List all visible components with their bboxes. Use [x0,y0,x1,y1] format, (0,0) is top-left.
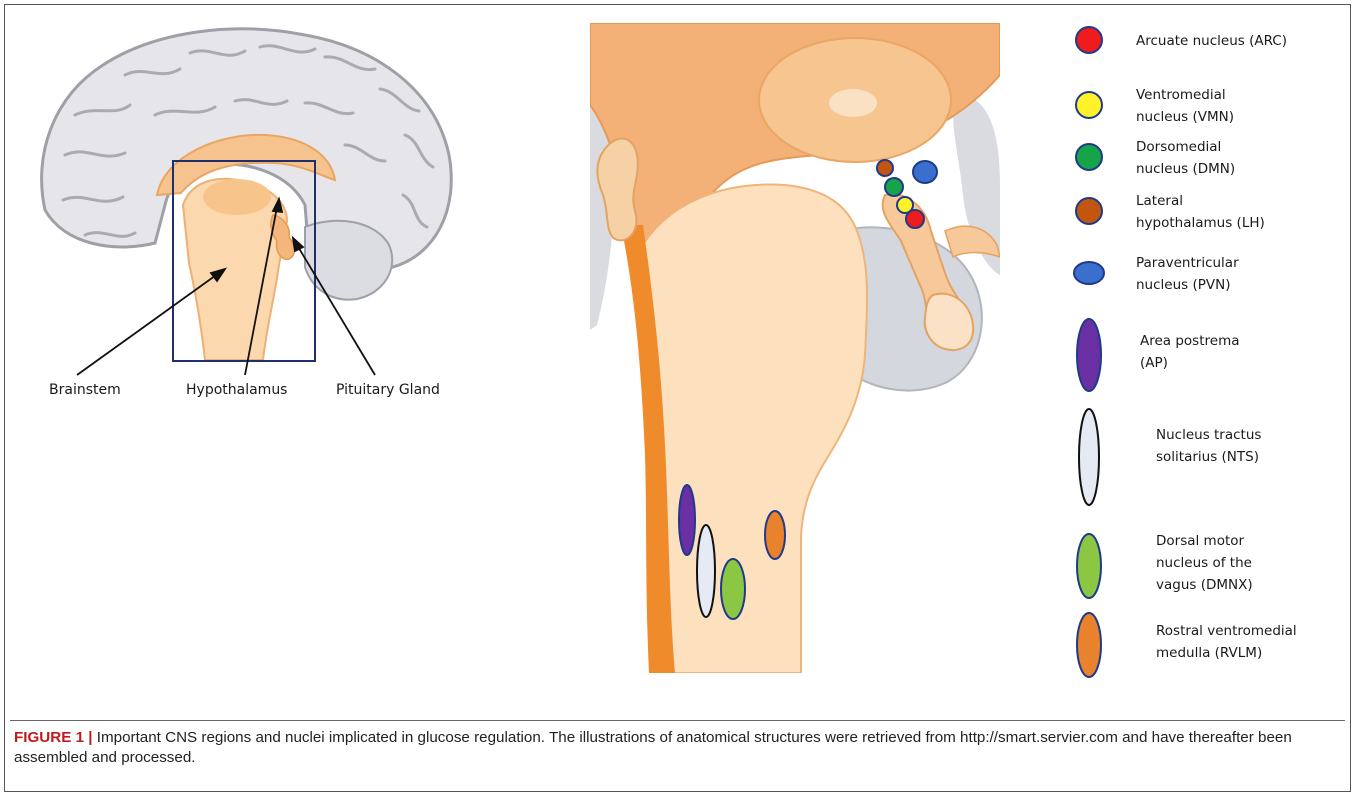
marker-rvlm [765,511,785,559]
zoomed-section-illustration [590,23,1000,673]
legend-marker [1074,262,1104,284]
legend-marker [1077,613,1101,677]
marker-arc [906,210,924,228]
figure-frame: Brainstem Hypothalamus Pituitary Gland A… [4,4,1351,792]
caption-label: FIGURE 1 | [14,729,93,746]
legend-label: Area postrema(AP) [1140,333,1240,371]
cerebellum [305,221,392,300]
figure-artwork: Brainstem Hypothalamus Pituitary Gland A… [5,5,1352,717]
legend-marker [1077,534,1101,598]
marker-dmn [885,178,903,196]
thalamus-shape [203,179,271,215]
caption-text: Important CNS regions and nuclei implica… [14,729,1292,766]
marker-nts [697,525,715,617]
legend-label: Arcuate nucleus (ARC) [1136,33,1287,49]
legend-marker [1079,409,1099,505]
marker-dmnx [721,559,745,619]
legend-marker [1076,198,1102,224]
legend-marker [1076,92,1102,118]
marker-lh [877,160,893,176]
figure-caption: FIGURE 1 | Important CNS regions and nuc… [10,720,1345,786]
hypothalamus-label: Hypothalamus [186,382,287,398]
pituitary-label: Pituitary Gland [336,382,440,398]
legend-marker [1076,144,1102,170]
marker-pvn [913,161,937,183]
marker-ap [679,485,695,555]
legend-marker [1076,27,1102,53]
legend-marker [1077,319,1101,391]
brain-sagittal-illustration: Brainstem Hypothalamus Pituitary Gland [42,29,452,398]
thalamus-highlight [829,89,877,117]
brainstem-label: Brainstem [49,382,121,398]
